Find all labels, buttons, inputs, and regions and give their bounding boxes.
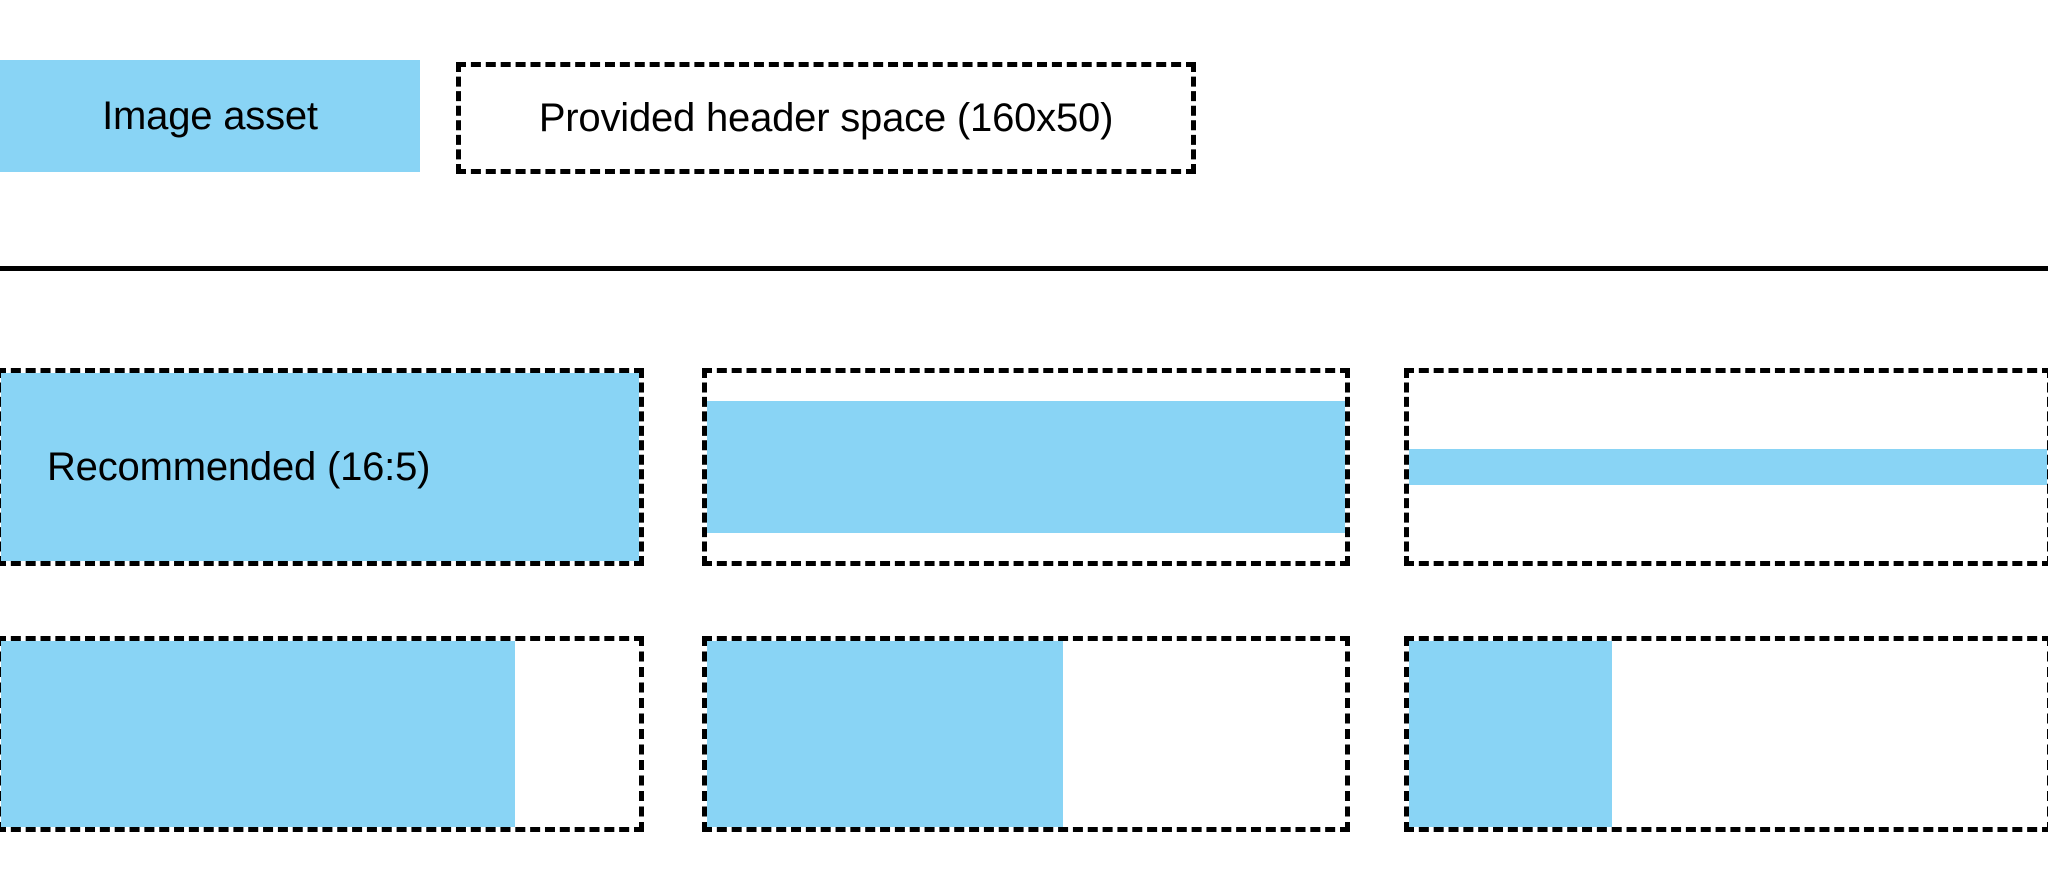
cell-medium-pillarbox-asset <box>702 636 1350 832</box>
section-divider-rule <box>0 266 2048 271</box>
cell-narrow-pillarbox-asset <box>1404 636 2048 832</box>
cell-recommended-ratio: Recommended (16:5) <box>0 368 644 566</box>
asset-fill-width-56 <box>707 641 1063 827</box>
asset-fill-width-80 <box>1 641 515 827</box>
asset-fill-band <box>1409 449 2047 485</box>
asset-fill-width-32 <box>1409 641 1612 827</box>
asset-fill-full <box>1 373 639 561</box>
cell-recommended-ratio-label: Recommended (16:5) <box>47 445 431 489</box>
asset-fill-letterbox <box>707 401 1345 533</box>
cell-wide-pillarbox-asset <box>0 636 644 832</box>
cell-letterboxed-asset <box>702 368 1350 566</box>
asset-variant-grid: Recommended (16:5) <box>0 268 2048 896</box>
provided-header-space-label: Provided header space (160x50) <box>538 96 1114 140</box>
provided-header-space-box: Provided header space (160x50) <box>456 62 1196 174</box>
image-asset-swatch: Image asset <box>0 60 420 172</box>
legend-band: Image asset Provided header space (160x5… <box>0 0 2048 271</box>
image-asset-swatch-label: Image asset <box>102 94 318 138</box>
cell-narrow-band-asset <box>1404 368 2048 566</box>
